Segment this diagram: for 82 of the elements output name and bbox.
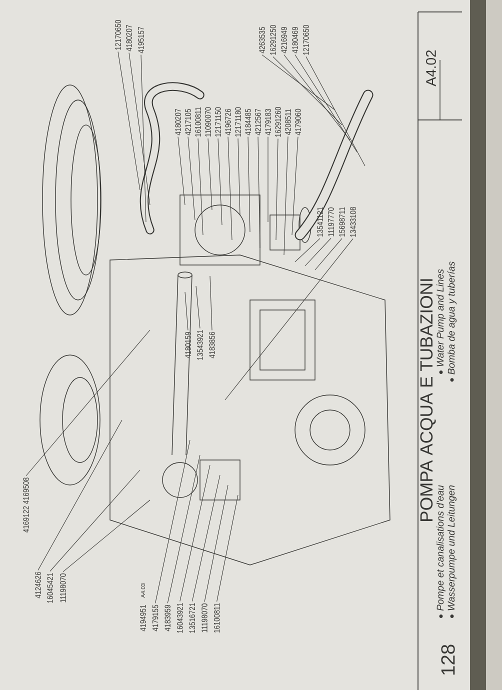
leader-line bbox=[272, 56, 342, 126]
leader-line bbox=[180, 464, 210, 602]
title: POMPA ACQUA E TUBAZIONI bbox=[420, 279, 436, 521]
leader-line bbox=[218, 138, 222, 226]
part-number: 13516721 bbox=[189, 603, 196, 633]
part-number: 4194951 bbox=[140, 604, 146, 632]
part-number: 4217105 bbox=[185, 108, 191, 136]
part-number: 4183856 bbox=[209, 332, 215, 358]
bullet-text: Bomba de agua y tuberías bbox=[447, 262, 457, 382]
leader-line bbox=[140, 54, 146, 222]
part-number: 4124626 bbox=[35, 572, 41, 598]
leader-line bbox=[314, 238, 342, 270]
leader-line bbox=[188, 136, 196, 220]
leader-line bbox=[258, 136, 260, 248]
part-number: 12170650 bbox=[303, 24, 309, 55]
part-number: 16291250 bbox=[270, 24, 276, 55]
leader-line bbox=[38, 420, 122, 570]
bullet-text: Pompe et canalisations d'eau bbox=[436, 485, 446, 618]
part-number: 4180469 bbox=[292, 26, 298, 54]
leader-line bbox=[208, 138, 212, 210]
leader-line bbox=[62, 500, 150, 572]
part-number: 4195157 bbox=[138, 26, 144, 54]
leader-line bbox=[155, 440, 190, 604]
part-number: 4196726 bbox=[225, 108, 231, 136]
part-number: 16043921 bbox=[177, 603, 183, 633]
leader-line bbox=[248, 136, 250, 232]
leader-line bbox=[292, 136, 298, 236]
leader-line bbox=[204, 484, 228, 602]
leader-line bbox=[262, 54, 336, 110]
part-number: 11198070 bbox=[202, 604, 208, 632]
leader-line bbox=[294, 54, 358, 152]
part-number: 4169122 4169508 bbox=[23, 478, 29, 533]
part-number: 16045421 bbox=[47, 573, 53, 603]
leader-line bbox=[284, 136, 288, 256]
bullet-text: Water Pump and Lines bbox=[436, 269, 446, 374]
part-number: 11090070 bbox=[205, 107, 211, 136]
bullet-text: Wasserpumpe und Leitungen bbox=[448, 485, 457, 618]
section-code: A4.02 bbox=[426, 50, 436, 86]
part-number: 16100811 bbox=[195, 107, 201, 136]
part-number: 4212567 bbox=[255, 108, 261, 136]
part-number: 4179060 bbox=[295, 108, 301, 136]
leader-line bbox=[196, 286, 200, 329]
part-number: 12170650 bbox=[115, 20, 121, 50]
part-number: 4180207 bbox=[175, 108, 181, 136]
part-number: 13541121 bbox=[317, 207, 323, 236]
leader-line bbox=[284, 54, 350, 140]
leader-line bbox=[50, 470, 140, 572]
part-number: 4216949 bbox=[281, 26, 287, 54]
part-number: 16100811 bbox=[214, 603, 220, 632]
part-number: 11197770 bbox=[328, 208, 334, 236]
part-number: 4179155 bbox=[152, 604, 158, 632]
part-number: 4179183 bbox=[265, 108, 271, 136]
page-number: 128 bbox=[441, 644, 455, 675]
part-number: 4183959 bbox=[164, 604, 170, 632]
leader-line bbox=[210, 276, 212, 330]
part-number: 4184485 bbox=[245, 108, 251, 136]
leader-line bbox=[167, 454, 200, 604]
part-number: 4180207 bbox=[126, 24, 132, 52]
leader-line bbox=[192, 474, 220, 602]
part-number: 11198070 bbox=[60, 574, 66, 602]
part-number: 13433108 bbox=[350, 207, 356, 237]
leader-line bbox=[224, 238, 354, 400]
leader-line bbox=[26, 330, 150, 476]
part-number: 12171180 bbox=[235, 107, 241, 136]
part-number: 12171150 bbox=[215, 107, 221, 136]
part-number: 13543921 bbox=[197, 330, 203, 360]
leader-line bbox=[118, 51, 140, 190]
part-number: 4208511 bbox=[285, 109, 291, 135]
leader-line bbox=[128, 52, 150, 206]
leader-line bbox=[306, 56, 366, 166]
leader-line bbox=[184, 292, 188, 330]
leader-line bbox=[304, 238, 332, 266]
leader-line bbox=[238, 138, 240, 216]
part-number: 15698711 bbox=[339, 207, 345, 236]
part-number: 16291260 bbox=[275, 106, 281, 137]
leader-line bbox=[294, 238, 320, 262]
leader-line bbox=[276, 138, 278, 240]
leader-line bbox=[198, 138, 204, 236]
leader-line bbox=[178, 136, 186, 206]
part-number: 4263535 bbox=[259, 26, 265, 54]
leader-line bbox=[228, 136, 232, 240]
leader-line bbox=[216, 494, 238, 602]
